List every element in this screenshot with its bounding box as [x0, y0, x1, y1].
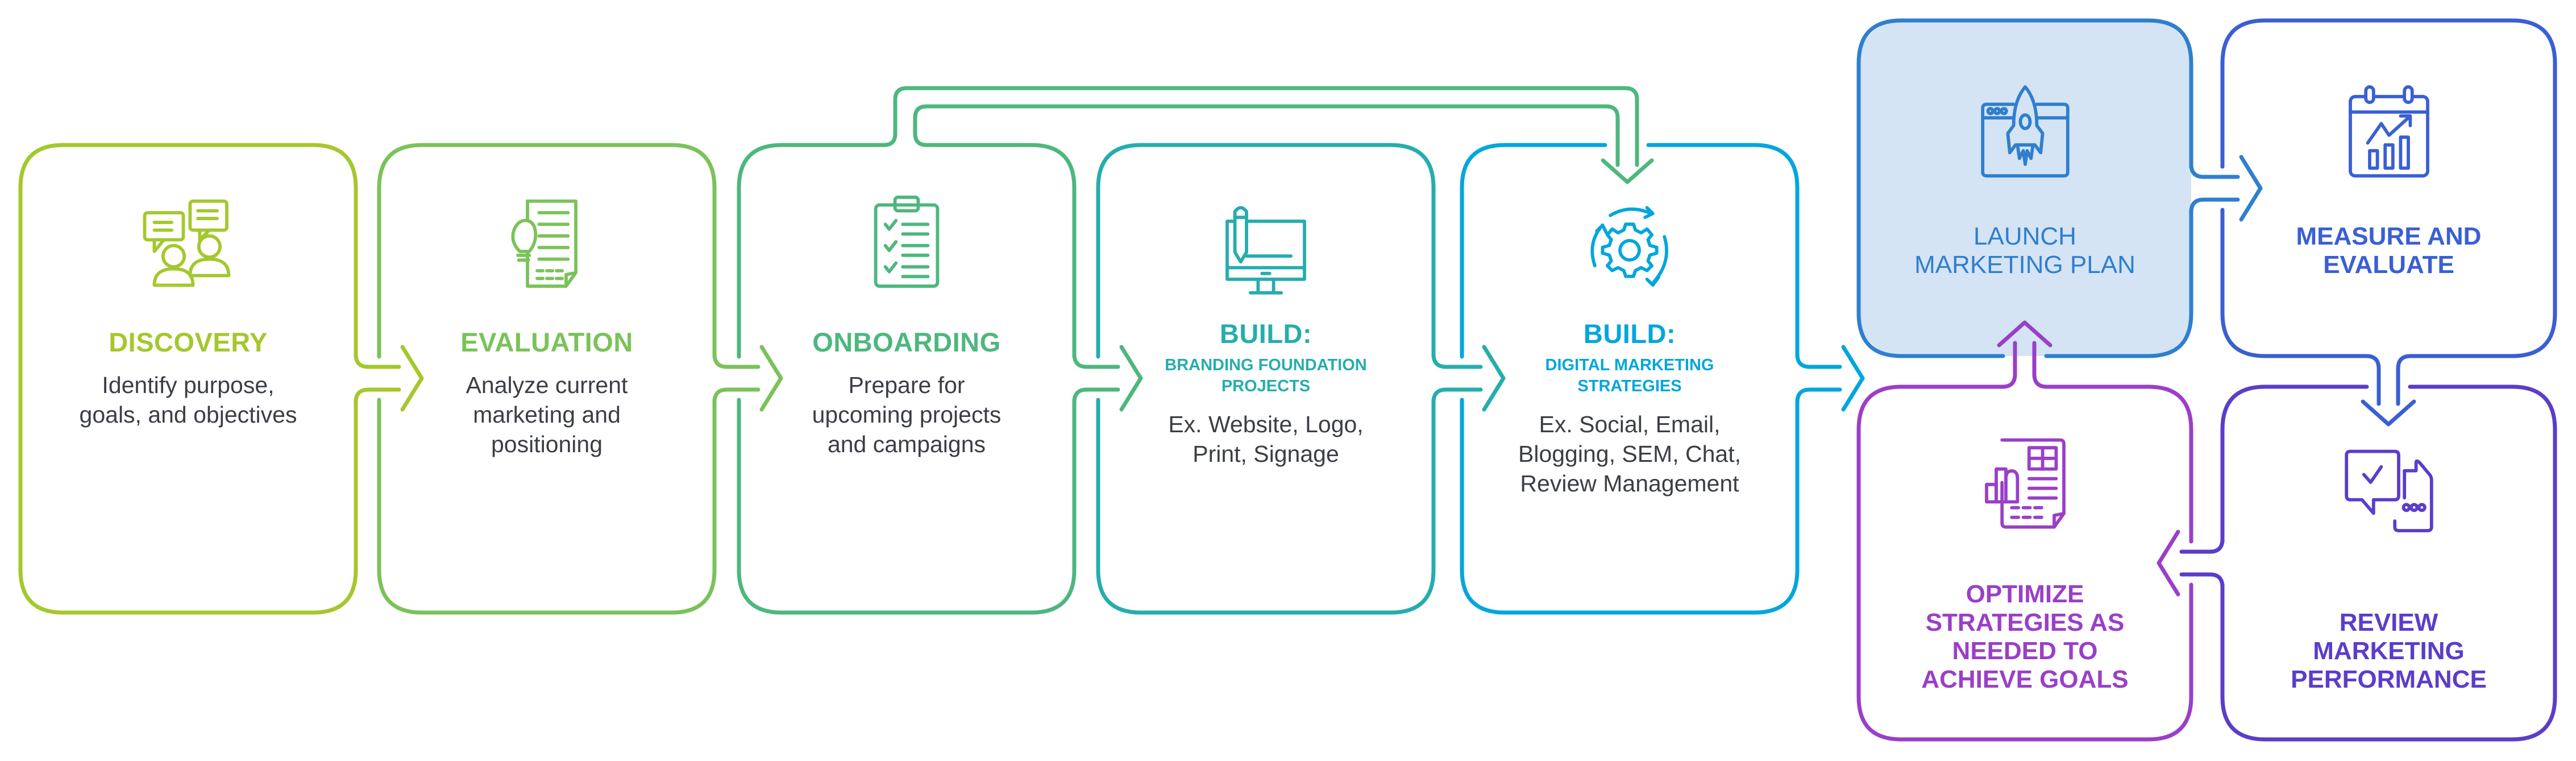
launch-box-fill — [1859, 20, 2191, 356]
step-description-line: marketing and — [473, 402, 621, 428]
step-title-line: PERFORMANCE — [2291, 665, 2487, 693]
evaluation-text: EVALUATION Analyze current marketing and po… — [379, 327, 714, 459]
conversation-people-icon — [140, 193, 236, 290]
step-title-line: NEEDED TO — [1952, 637, 2098, 665]
report-chart-icon — [1977, 432, 2074, 529]
step-subtitle-line: BRANDING FOUNDATION — [1165, 356, 1367, 374]
build-digital-text: BUILD: DIGITAL MARKETING STRATEGIES Ex. Soc… — [1462, 319, 1797, 498]
step-description-line: Prepare for — [848, 372, 965, 398]
build-branding-text: BUILD: BRANDING FOUNDATION PROJECTS Ex. Web… — [1098, 319, 1434, 469]
step-discovery: DISCOVERY Identify purpose, goals, and obj… — [20, 145, 356, 613]
step-description: Ex. Website, Logo, Print, Signage — [1098, 410, 1434, 469]
step-description-line: upcoming projects — [812, 402, 1002, 428]
step-title: BUILD: — [1219, 319, 1312, 349]
step-subtitle: BRANDING FOUNDATION PROJECTS — [1098, 355, 1434, 397]
step-title-line: MARKETING — [2313, 637, 2465, 665]
discovery-text: DISCOVERY Identify purpose, goals, and obj… — [20, 327, 356, 429]
step-title-line: LAUNCH — [1973, 222, 2076, 250]
step-subtitle-line: PROJECTS — [1221, 377, 1311, 395]
step-title-line: MEASURE AND — [2296, 222, 2482, 250]
onboarding-text: ONBOARDING Prepare for upcoming projects an… — [739, 327, 1074, 459]
step-description-line: positioning — [491, 431, 603, 457]
step-title-line: MARKETING PLAN — [1914, 251, 2135, 279]
step-description-line: Analyze current — [466, 372, 628, 398]
arrow-build-digital-to-launch — [1795, 344, 1865, 412]
step-subtitle-line: STRATEGIES — [1577, 377, 1682, 395]
step-description: Identify purpose, goals, and objectives — [20, 370, 356, 429]
calendar-chart-icon — [2341, 83, 2437, 180]
chat-review-icon — [2341, 444, 2437, 540]
clipboard-checklist-icon — [858, 193, 955, 290]
step-subtitle-line: DIGITAL MARKETING — [1545, 356, 1714, 374]
measure-box-border — [2220, 18, 2557, 358]
evaluation-box-border — [377, 143, 717, 615]
gear-cycle-icon — [1581, 202, 1678, 299]
arrow-review-to-optimize — [2157, 529, 2225, 597]
step-description-line: Review Management — [1520, 470, 1739, 497]
step-description-line: Identify purpose, — [102, 372, 275, 398]
discovery-box-border — [18, 143, 358, 615]
arrow-launch-to-measure — [2189, 154, 2263, 222]
step-title: ONBOARDING — [812, 327, 1001, 357]
step-description: Ex. Social, Email, Blogging, SEM, Chat, Re… — [1462, 410, 1797, 498]
arrow-onboarding-skip-to-build-digital — [882, 86, 1654, 184]
step-title-line: OPTIMIZE — [1966, 580, 2084, 608]
step-title: EVALUATION — [460, 327, 633, 357]
arrow-evaluation-to-onboarding — [712, 344, 783, 412]
arrow-optimize-to-launch — [1991, 320, 2059, 389]
build-digital-box-border — [1460, 143, 1800, 615]
step-description-line: Ex. Website, Logo, — [1168, 411, 1364, 437]
build-branding-box-border — [1096, 143, 1436, 615]
arrow-measure-to-review — [2354, 354, 2423, 427]
step-description-line: goals, and objectives — [79, 402, 297, 428]
step-title: DISCOVERY — [109, 327, 268, 357]
step-description-line: and campaigns — [827, 431, 986, 457]
arrow-build-branding-to-build-digital — [1431, 344, 1506, 412]
document-lightbulb-icon — [498, 193, 595, 290]
step-build-branding: BUILD: BRANDING FOUNDATION PROJECTS Ex. Web… — [1098, 145, 1434, 613]
step-description-line: Blogging, SEM, Chat, — [1518, 441, 1741, 467]
step-description: Analyze current marketing and positioning — [379, 370, 714, 459]
step-title-line: REVIEW — [2339, 609, 2438, 636]
arrow-discovery-to-evaluation — [354, 344, 424, 412]
step-description: Prepare for upcoming projects and campaign… — [739, 370, 1074, 459]
step-title: BUILD: — [1583, 319, 1676, 349]
step-title-line: EVALUATE — [2323, 251, 2454, 279]
step-title-line: ACHIEVE GOALS — [1921, 665, 2129, 693]
step-description-line: Ex. Social, Email, — [1539, 411, 1721, 437]
step-subtitle: DIGITAL MARKETING STRATEGIES — [1462, 355, 1797, 397]
optimize-box-border — [1856, 384, 2193, 742]
review-box-border — [2220, 384, 2557, 742]
step-title-line: STRATEGIES AS — [1925, 609, 2125, 636]
rocket-browser-icon — [1977, 83, 2074, 180]
launch-box-border — [1856, 18, 2193, 358]
step-build-digital: BUILD: DIGITAL MARKETING STRATEGIES Ex. Soc… — [1462, 145, 1797, 613]
monitor-pencil-icon — [1218, 202, 1314, 299]
step-evaluation: EVALUATION Analyze current marketing and po… — [379, 145, 714, 613]
arrow-onboarding-to-build-branding — [1072, 344, 1143, 412]
onboarding-box-border — [737, 143, 1077, 615]
step-description-line: Print, Signage — [1193, 441, 1339, 467]
step-onboarding: ONBOARDING Prepare for upcoming projects an… — [739, 145, 1074, 613]
